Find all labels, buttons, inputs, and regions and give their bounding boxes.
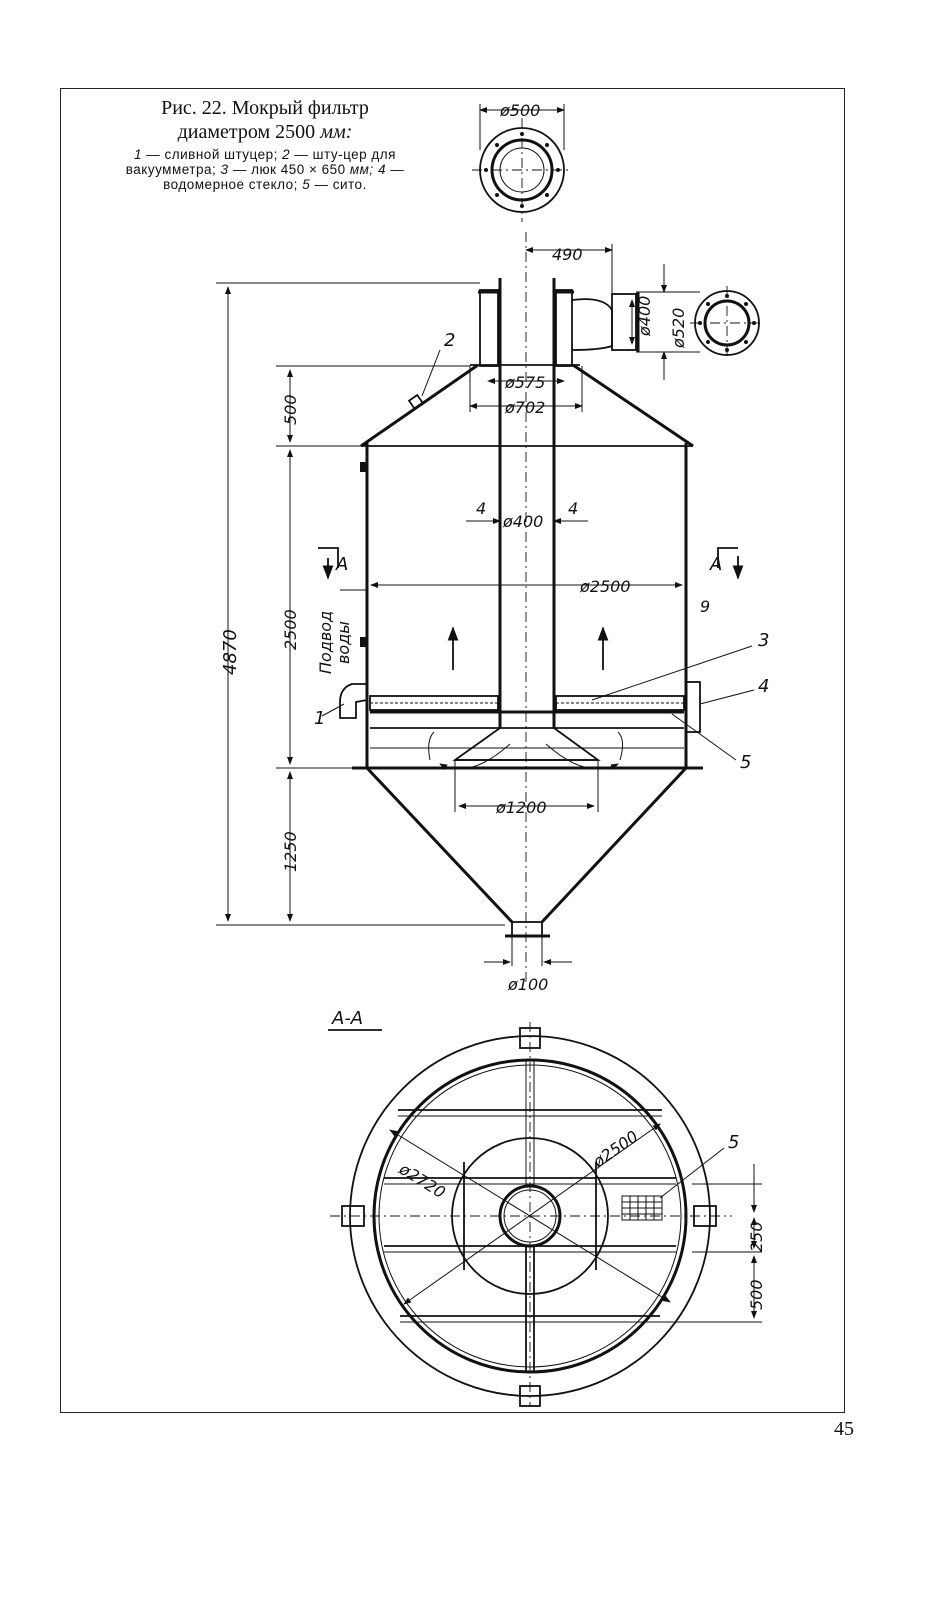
section-a-a-plan: A-A 5: [328, 1008, 766, 1407]
water-inlet-line2: воды: [334, 621, 353, 664]
legend-num-5: 5: [302, 177, 311, 192]
dim-d400-side: ø400: [635, 296, 654, 337]
dim-d1200: ø1200: [495, 798, 547, 817]
dim-d702: ø702: [504, 398, 545, 417]
water-inlet-line1: Подвод: [316, 611, 335, 674]
top-flange-view: ø500: [472, 101, 572, 222]
legend-text-4: — водомерное стекло;: [163, 162, 405, 192]
dim-500: 500: [281, 394, 300, 425]
dim-4870: 4870: [220, 629, 241, 675]
callout-4: 4: [758, 676, 769, 697]
dim-d520: ø520: [669, 308, 688, 349]
caption-legend: 1 — сливной штуцер; 2 — шту-цер для ваку…: [100, 147, 430, 192]
figure-caption: Рис. 22. Мокрый фильтр диаметром 2500 мм…: [100, 96, 430, 192]
dim-d400-pipe: ø400: [502, 512, 543, 531]
legend-text-3: — люк 450 × 650: [232, 162, 346, 177]
callout-3: 3: [758, 630, 769, 651]
section-marker-right: A: [709, 554, 722, 575]
callout-2: 2: [444, 330, 455, 351]
section-title: A-A: [331, 1008, 363, 1029]
dim-d2720: ø2720: [395, 1159, 449, 1202]
dim-d2500-plan: ø2500: [589, 1127, 642, 1172]
elevation-dimensions: 490 ø400 ø520 ø575 ø702 4870 500 2500 12…: [216, 244, 769, 994]
legend-text-1: — сливной штуцер;: [146, 147, 278, 162]
section-marker-left: A: [335, 554, 348, 575]
dim-250: 250: [747, 1221, 766, 1252]
dim-1250: 1250: [281, 831, 300, 872]
dim-d500: ø500: [499, 101, 540, 120]
legend-unit-mm: мм;: [349, 162, 374, 177]
legend-num-1: 1: [133, 147, 142, 162]
drawing-frame: [60, 88, 845, 1413]
dim-2500: 2500: [281, 609, 300, 650]
side-flange-view: [690, 286, 764, 360]
dim-wall-right: 4: [568, 499, 578, 518]
callout-1: 1: [314, 708, 325, 729]
dim-wall-left: 4: [476, 499, 486, 518]
dim-d100: ø100: [507, 975, 548, 994]
legend-num-2: 2: [282, 147, 291, 162]
callout-5-plan: 5: [728, 1132, 739, 1153]
callout-5: 5: [740, 752, 751, 773]
dim-500-plan: 500: [747, 1279, 766, 1310]
callout-9: 9: [700, 597, 710, 616]
legend-text-5: — сито.: [314, 177, 367, 192]
legend-num-3: 3: [220, 162, 229, 177]
dim-490: 490: [552, 245, 583, 264]
filter-elevation: [339, 232, 703, 985]
caption-title-line2: диаметром 2500 мм:: [177, 121, 353, 143]
caption-title: Рис. 22. Мокрый фильтр диаметром 2500 мм…: [100, 96, 430, 144]
page-number: 45: [834, 1418, 854, 1440]
dim-d2500-shell: ø2500: [579, 577, 631, 596]
legend-text-2: — шту-цер для вакуумметра;: [125, 147, 396, 177]
legend-num-4: 4: [377, 162, 386, 177]
dim-d575: ø575: [504, 373, 545, 392]
caption-title-line1: Рис. 22. Мокрый фильтр: [161, 97, 369, 119]
